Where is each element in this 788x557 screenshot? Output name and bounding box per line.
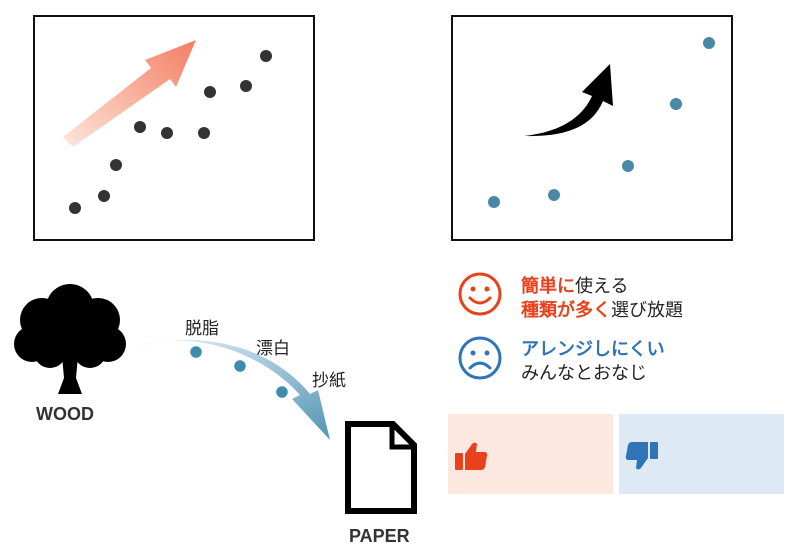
left-scatter-point-1 bbox=[69, 202, 81, 214]
curved-up-arrow bbox=[524, 64, 613, 137]
sad-face-icon bbox=[458, 336, 502, 380]
pros-line-2: 種類が多く選び放題 bbox=[521, 296, 683, 322]
wood-label: WOOD bbox=[36, 404, 94, 424]
cons-line-1-strong: アレンジしにくい bbox=[521, 339, 665, 360]
process-step-label-3: 抄紙 bbox=[312, 371, 346, 391]
thumbs-up-icon bbox=[455, 442, 488, 470]
pros-line-1-rest: 使える bbox=[575, 276, 629, 297]
process-step-label-2: 漂白 bbox=[256, 339, 290, 359]
cons-line-1: アレンジしにくい bbox=[521, 335, 665, 361]
smile-face-icon bbox=[458, 272, 502, 316]
tree-icon bbox=[14, 284, 126, 394]
cons-line-2: みんなとおなじ bbox=[521, 359, 647, 385]
thumbs-down-icon bbox=[625, 442, 658, 470]
cons-card bbox=[619, 414, 784, 494]
paper-label: PAPER bbox=[349, 526, 410, 546]
left-scatter-point-9 bbox=[260, 50, 272, 62]
right-scatter-panel bbox=[451, 15, 733, 241]
pros-line-2-strong: 種類が多く bbox=[521, 300, 611, 321]
right-scatter-point-2 bbox=[548, 189, 560, 201]
pros-line-2-rest: 選び放題 bbox=[611, 300, 683, 321]
right-scatter-point-1 bbox=[488, 196, 500, 208]
process-flow-arrow bbox=[138, 339, 330, 440]
left-scatter-point-4 bbox=[134, 121, 146, 133]
pros-card bbox=[448, 414, 613, 494]
left-scatter-point-6 bbox=[198, 127, 210, 139]
right-scatter-point-3 bbox=[622, 160, 634, 172]
process-step-label-1: 脱脂 bbox=[185, 319, 219, 339]
cons-line-2-rest: みんなとおなじ bbox=[521, 363, 647, 384]
right-scatter-point-5 bbox=[703, 37, 715, 49]
pros-line-1: 簡単に使える bbox=[521, 272, 628, 298]
left-scatter-point-8 bbox=[240, 80, 252, 92]
left-scatter-point-7 bbox=[204, 86, 216, 98]
trend-up-arrow bbox=[63, 40, 196, 147]
left-scatter-point-3 bbox=[110, 159, 122, 171]
process-step-dot-3 bbox=[273, 383, 291, 401]
right-scatter-point-4 bbox=[670, 98, 682, 110]
paper-document-icon bbox=[345, 421, 417, 514]
process-step-dot-2 bbox=[231, 357, 249, 375]
left-scatter-point-5 bbox=[161, 127, 173, 139]
left-scatter-point-2 bbox=[98, 190, 110, 202]
pros-line-1-strong: 簡単に bbox=[521, 276, 575, 297]
process-step-dot-1 bbox=[187, 343, 205, 361]
